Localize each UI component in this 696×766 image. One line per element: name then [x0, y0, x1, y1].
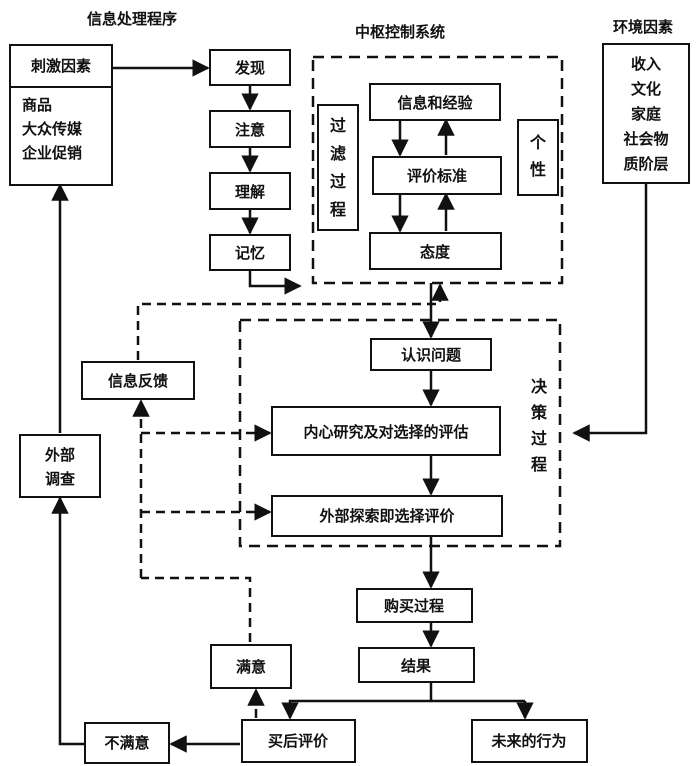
stimulus-box: 刺激因素 商品 大众传媒 企业促销 — [9, 44, 113, 186]
svg-text:未来的行为: 未来的行为 — [490, 732, 566, 750]
filter-process-box: 过 滤 过 程 — [317, 104, 359, 231]
svg-text:外部探索即选择评价: 外部探索即选择评价 — [318, 507, 455, 525]
svg-text:个: 个 — [529, 133, 547, 152]
svg-text:信息和经验: 信息和经验 — [397, 94, 473, 112]
svg-text:发现: 发现 — [234, 59, 265, 77]
recognize-problem-box: 认识问题 — [370, 338, 492, 371]
feedback-box: 信息反馈 — [81, 361, 195, 400]
svg-text:家庭: 家庭 — [631, 105, 662, 123]
stimulus-item: 商品 — [22, 96, 52, 114]
line-satisfied-to-trunk — [141, 576, 252, 642]
arrow-environment-to-decision — [572, 183, 648, 442]
svg-text:注意: 注意 — [235, 121, 265, 139]
arrow-feedback-to-central — [136, 283, 449, 360]
svg-text:过: 过 — [330, 116, 346, 135]
title-info-process: 信息处理程序 — [87, 10, 177, 28]
attitude-box: 态度 — [369, 232, 502, 270]
svg-text:购买过程: 购买过程 — [384, 597, 444, 615]
decision-process-label: 决 策 过 程 — [530, 377, 548, 474]
svg-text:结果: 结果 — [401, 657, 432, 675]
svg-text:过: 过 — [531, 429, 547, 448]
step-understand: 理解 — [209, 172, 291, 210]
svg-text:不满意: 不满意 — [104, 734, 149, 752]
info-experience-box: 信息和经验 — [369, 83, 501, 121]
svg-text:性: 性 — [530, 160, 546, 179]
arrow-unsatisfied-to-survey — [51, 496, 85, 746]
svg-text:记忆: 记忆 — [235, 244, 265, 262]
svg-text:调查: 调查 — [45, 470, 76, 488]
svg-text:信息反馈: 信息反馈 — [108, 372, 168, 390]
svg-text:策: 策 — [530, 403, 548, 422]
evaluation-criteria-box: 评价标准 — [372, 156, 502, 195]
svg-text:文化: 文化 — [631, 80, 661, 98]
svg-text:滤: 滤 — [330, 144, 346, 163]
svg-text:态度: 态度 — [420, 243, 451, 261]
step-discover: 发现 — [209, 49, 291, 86]
svg-text:收入: 收入 — [631, 55, 661, 73]
stimulus-item: 大众传媒 — [22, 120, 83, 138]
svg-text:程: 程 — [531, 455, 547, 474]
svg-text:外部: 外部 — [44, 446, 75, 464]
svg-text:程: 程 — [330, 200, 346, 219]
satisfied-box: 满意 — [210, 644, 292, 689]
svg-text:满意: 满意 — [236, 658, 266, 676]
stimulus-item: 企业促销 — [21, 144, 82, 162]
stimulus-header: 刺激因素 — [31, 57, 91, 75]
step-attention: 注意 — [209, 110, 291, 148]
environment-box: 收入 文化 家庭 社会物 质阶层 — [602, 43, 690, 184]
external-search-box: 外部探索即选择评价 — [271, 495, 503, 537]
svg-text:决: 决 — [531, 377, 548, 396]
central-control-region — [311, 55, 564, 285]
unsatisfied-box: 不满意 — [84, 722, 170, 764]
future-behavior-box: 未来的行为 — [471, 719, 588, 763]
svg-text:社会物: 社会物 — [622, 130, 668, 148]
svg-text:评价标准: 评价标准 — [407, 167, 467, 185]
internal-search-box: 内心研究及对选择的评估 — [271, 406, 501, 456]
personality-box: 个 性 — [517, 119, 559, 196]
svg-text:过: 过 — [330, 172, 346, 191]
svg-text:内心研究及对选择的评估: 内心研究及对选择的评估 — [303, 423, 468, 441]
svg-text:认识问题: 认识问题 — [401, 346, 462, 364]
result-box: 结果 — [358, 647, 475, 683]
title-central-control: 中枢控制系统 — [355, 23, 445, 41]
arrow-memory-to-central — [248, 270, 302, 295]
svg-text:理解: 理解 — [235, 183, 265, 201]
arrow-result-to-posteval — [281, 682, 433, 720]
purchase-process-box: 购买过程 — [356, 588, 473, 623]
svg-text:质阶层: 质阶层 — [623, 155, 668, 173]
svg-text:买后评价: 买后评价 — [268, 732, 329, 750]
external-survey-box: 外部 调查 — [19, 434, 101, 498]
step-memory: 记忆 — [209, 234, 291, 271]
post-evaluation-box: 买后评价 — [241, 719, 356, 763]
title-environment: 环境因素 — [613, 18, 673, 36]
